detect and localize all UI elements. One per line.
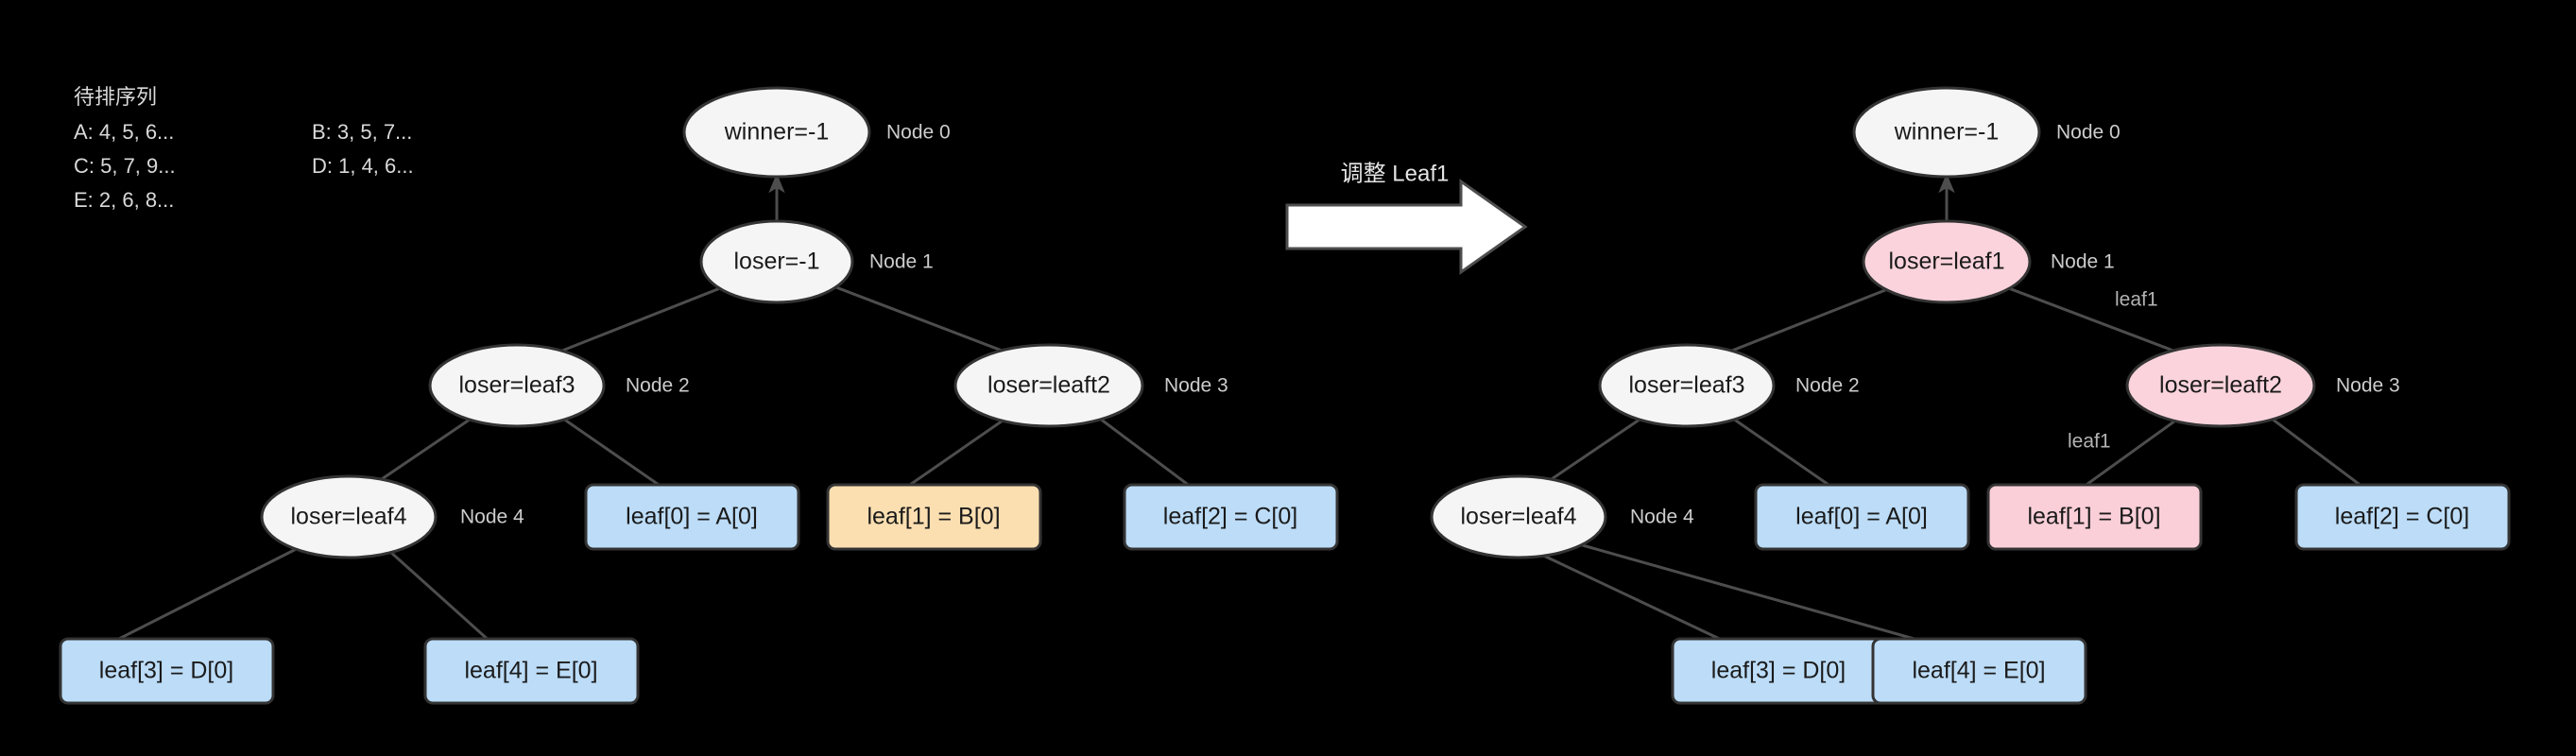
node-shape xyxy=(428,343,606,428)
leaf-box xyxy=(423,637,640,705)
left-tree-leaf-4[interactable]: leaf[4] = E[0] xyxy=(423,637,640,705)
legend-row-b: B: 3, 5, 7... xyxy=(312,120,412,144)
leaf-label: leaf[2] = C[0] xyxy=(1163,504,1297,530)
node-label: loser=leaf3 xyxy=(459,372,575,399)
node-shape xyxy=(260,474,438,559)
right-tree-node-4[interactable]: loser=leaf4 Node 4 xyxy=(1430,474,1694,559)
legend-block: 待排序列 A: 4, 5, 6... C: 5, 7, 9... E: 2, 6… xyxy=(74,85,414,212)
left-tree-node-4[interactable]: loser=leaf4 Node 4 xyxy=(260,474,524,559)
leaf-label: leaf[3] = D[0] xyxy=(1711,658,1846,684)
node-tag: Node 4 xyxy=(460,507,524,528)
leaf-label: leaf[0] = A[0] xyxy=(626,504,758,530)
leaf-label: leaf[3] = D[0] xyxy=(99,658,233,684)
node-shape xyxy=(953,343,1144,428)
node-shape xyxy=(1430,474,1607,559)
left-tree-node-0[interactable]: winner=-1 Node 0 xyxy=(682,86,951,179)
node-label: loser=leaft2 xyxy=(2159,372,2282,399)
transition-arrow: 调整 Leaf1 xyxy=(1285,161,1528,275)
node-tag: Node 4 xyxy=(1630,507,1694,528)
right-tree-node-1[interactable]: loser=leaf1 Node 1 xyxy=(1862,219,2115,304)
leaf-label: leaf[4] = E[0] xyxy=(464,658,597,684)
node-shape xyxy=(1862,219,2032,304)
leaf-box xyxy=(2294,483,2511,551)
node-shape xyxy=(682,86,871,179)
node-shape xyxy=(1598,343,1776,428)
arrow-right-icon xyxy=(1285,179,1528,275)
node-tag: Node 2 xyxy=(1795,375,1860,397)
right-tree-node-0[interactable]: winner=-1 Node 0 xyxy=(1852,86,2121,179)
node-tag: Node 3 xyxy=(2336,375,2400,397)
node-label: loser=leaf1 xyxy=(1889,249,2005,275)
leaf-box xyxy=(826,483,1042,551)
leaf-label: leaf[1] = B[0] xyxy=(867,504,1000,530)
right-tree-leaf-1[interactable]: leaf[1] = B[0] xyxy=(1986,483,2203,551)
node-tag: Node 1 xyxy=(869,251,934,273)
node-label: loser=-1 xyxy=(733,249,819,275)
node-tag: Node 0 xyxy=(2056,122,2121,144)
leaf-label: leaf[0] = A[0] xyxy=(1795,504,1928,530)
left-tree-leaf-1[interactable]: leaf[1] = B[0] xyxy=(826,483,1042,551)
node-tag: Node 3 xyxy=(1164,375,1228,397)
leaf-box xyxy=(1871,637,2087,705)
node-label: loser=leaf4 xyxy=(1461,504,1577,530)
node-shape xyxy=(1852,86,2041,179)
edge-r-leaf4-n4 xyxy=(1540,530,1929,644)
right-tree-leaf-3[interactable]: leaf[3] = D[0] xyxy=(1671,637,1887,705)
right-tree-leaf-0[interactable]: leaf[0] = A[0] xyxy=(1754,483,1970,551)
left-tree-leaf-2[interactable]: leaf[2] = C[0] xyxy=(1123,483,1339,551)
node-shape xyxy=(699,219,854,304)
right-tree-node-2[interactable]: loser=leaf3 Node 2 xyxy=(1598,343,1860,428)
left-tree-node-3[interactable]: loser=leaft2 Node 3 xyxy=(953,343,1228,428)
edge-tag-leaf1-upper: leaf1 xyxy=(2115,289,2158,311)
node-label: loser=leaft2 xyxy=(987,372,1110,399)
left-tree-leaf-3[interactable]: leaf[3] = D[0] xyxy=(59,637,275,705)
leaf-box xyxy=(59,637,275,705)
left-tree-node-2[interactable]: loser=leaf3 Node 2 xyxy=(428,343,690,428)
right-tree-leaf-4[interactable]: leaf[4] = E[0] xyxy=(1871,637,2087,705)
node-tag: Node 0 xyxy=(886,122,951,144)
node-shape xyxy=(2125,343,2316,428)
right-tree-leaf-2[interactable]: leaf[2] = C[0] xyxy=(2294,483,2511,551)
leaf-label: leaf[4] = E[0] xyxy=(1912,658,2045,684)
transition-caption: 调整 Leaf1 xyxy=(1341,161,1450,186)
leaf-box xyxy=(584,483,800,551)
node-tag: Node 1 xyxy=(2051,251,2115,273)
edge-l-leaf3-n4 xyxy=(111,532,328,644)
leaf-box xyxy=(1754,483,1970,551)
left-tree-leaf-0[interactable]: leaf[0] = A[0] xyxy=(584,483,800,551)
leaf-label: leaf[2] = C[0] xyxy=(2335,504,2469,530)
legend-row-a: A: 4, 5, 6... xyxy=(74,120,174,144)
node-label: loser=leaf4 xyxy=(291,504,407,530)
edge-tag-leaf1-lower: leaf1 xyxy=(2068,431,2111,453)
legend-title: 待排序列 xyxy=(74,85,157,109)
leaf-box xyxy=(1986,483,2203,551)
node-label: winner=-1 xyxy=(724,119,829,146)
leaf-box xyxy=(1123,483,1339,551)
legend-row-e: E: 2, 6, 8... xyxy=(74,188,174,212)
legend-row-c: C: 5, 7, 9... xyxy=(74,154,176,178)
right-tree-node-3[interactable]: loser=leaft2 Node 3 xyxy=(2125,343,2400,428)
node-label: loser=leaf3 xyxy=(1629,372,1745,399)
legend-row-d: D: 1, 4, 6... xyxy=(312,154,414,178)
left-tree-node-1[interactable]: loser=-1 Node 1 xyxy=(699,219,934,304)
leaf-label: leaf[1] = B[0] xyxy=(2027,504,2160,530)
node-label: winner=-1 xyxy=(1894,119,1999,146)
node-tag: Node 2 xyxy=(626,375,690,397)
